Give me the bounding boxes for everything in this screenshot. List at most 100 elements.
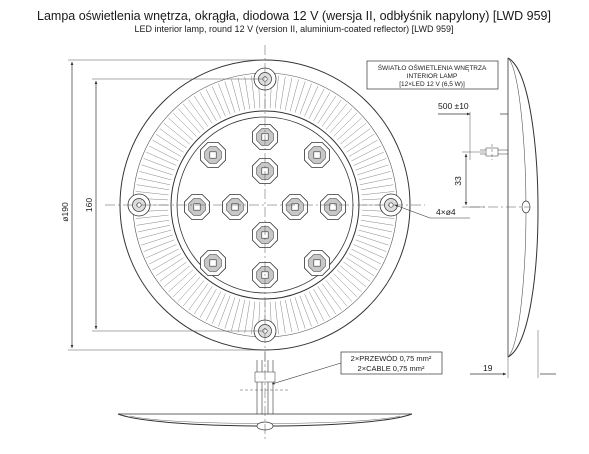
reflector-rib <box>361 214 395 219</box>
reflector-rib <box>294 297 306 329</box>
reflector-rib <box>361 191 395 196</box>
reflector-rib <box>353 151 384 166</box>
reflector-rib <box>159 261 187 282</box>
reflector-rib <box>279 76 286 110</box>
reflector-rib <box>188 283 209 311</box>
reflector-rib <box>351 248 381 265</box>
reflector-rib <box>194 95 213 124</box>
cable-length-label: 500 ±10 <box>438 101 469 111</box>
reflector-rib <box>244 300 251 334</box>
reflector-rib <box>313 288 331 318</box>
label-box-line-3: [12×LED 12 V (6,5 W)] <box>399 81 465 88</box>
cable-spec-box: 2×PRZEWÓD 0,75 mm² 2×CABLE 0,75 mm² <box>271 351 443 385</box>
reflector-rib <box>279 300 286 334</box>
reflector-rib <box>299 295 312 327</box>
reflector-rib <box>251 301 256 335</box>
dimension-outer-diameter: ø190 <box>60 59 265 351</box>
reflector-rib <box>348 253 378 271</box>
reflector-rib <box>321 283 342 311</box>
dimension-thickness: 19 <box>470 330 556 378</box>
reflector-rib <box>325 280 347 307</box>
lamp-label-box: ŚWIATŁO OŚWIETLENIA WNĘTRZA INTERIOR LAM… <box>366 60 499 90</box>
reflector-rib <box>205 291 222 321</box>
reflector-rib <box>137 224 171 233</box>
reflector-rib <box>308 89 325 119</box>
reflector-rib <box>351 145 381 162</box>
reflector-rib <box>289 79 299 112</box>
reflector-rib <box>317 95 336 124</box>
reflector-rib <box>274 75 279 109</box>
reflector-rib <box>317 286 336 315</box>
reflector-rib <box>321 99 342 127</box>
reflector-rib <box>313 92 331 122</box>
reflector-rib <box>141 234 173 246</box>
reflector-rib <box>155 257 184 276</box>
reflector-rib <box>149 248 179 265</box>
reflector-rib <box>284 299 293 333</box>
led-7 <box>282 194 308 220</box>
reflector-rib <box>251 75 256 109</box>
reflector-rib <box>155 134 184 153</box>
led-6 <box>222 194 248 220</box>
reflector-rib <box>340 123 367 145</box>
reflector-rib <box>360 184 394 191</box>
reflector-rib <box>237 77 246 111</box>
reflector-rib <box>358 171 391 181</box>
reflector-rib <box>143 158 175 171</box>
reflector-rib <box>183 280 205 307</box>
reflector-rib <box>218 83 231 115</box>
reflector-rib <box>355 239 387 252</box>
reflector-rib <box>294 81 306 113</box>
led-3 <box>304 142 330 168</box>
reflector-rib <box>163 265 190 287</box>
led-10 <box>200 250 226 276</box>
reflector-rib <box>146 151 177 166</box>
reflector-rib <box>333 273 358 298</box>
reflector-rib <box>159 128 187 149</box>
reflector-rib <box>139 229 172 239</box>
reflector-rib <box>355 158 387 171</box>
led-5 <box>184 194 210 220</box>
depth-offset-label: 33 <box>453 176 463 186</box>
lamp-front-view <box>105 45 425 365</box>
reflector-rib <box>135 214 169 219</box>
reflector-rib <box>152 253 182 271</box>
reflector-rib <box>136 219 170 226</box>
lamp-side-view <box>470 57 539 358</box>
reflector-rib <box>136 184 170 191</box>
reflector-rib <box>329 108 353 134</box>
led-group <box>184 124 346 288</box>
dimension-hole-spacing-label: 160 <box>84 198 94 212</box>
reflector-rib <box>172 112 197 137</box>
reflector-rib <box>168 269 194 293</box>
reflector-rib <box>358 229 391 239</box>
dimension-depth-offset: 33 <box>453 151 485 208</box>
reflector-rib <box>343 128 371 149</box>
lamp-bottom-view <box>117 352 413 440</box>
reflector-rib <box>333 112 358 137</box>
reflector-rib <box>183 103 205 130</box>
reflector-rib <box>211 293 226 324</box>
reflector-rib <box>308 291 325 321</box>
reflector-rib <box>357 234 389 246</box>
reflector-rib <box>224 81 236 113</box>
reflector-rib <box>168 117 194 141</box>
reflector-rib <box>231 298 241 331</box>
reflector-ribs <box>135 75 395 335</box>
reflector-rib <box>304 293 319 324</box>
reflector-rib <box>284 77 293 111</box>
reflector-rib <box>346 134 375 153</box>
drawing-title: Lampa oświetlenia wnętrza, okrągła, diod… <box>37 9 551 23</box>
reflector-rib <box>211 86 226 117</box>
reflector-rib <box>299 83 312 115</box>
reflector-rib <box>340 265 367 287</box>
reflector-rib <box>336 117 362 141</box>
reflector-rib <box>329 276 353 302</box>
reflector-rib <box>237 299 246 333</box>
led-2 <box>200 142 226 168</box>
reflector-rib <box>353 244 384 259</box>
reflector-rib <box>231 79 241 112</box>
dimension-outer-diameter-label: ø190 <box>60 202 70 222</box>
reflector-rib <box>146 244 177 259</box>
